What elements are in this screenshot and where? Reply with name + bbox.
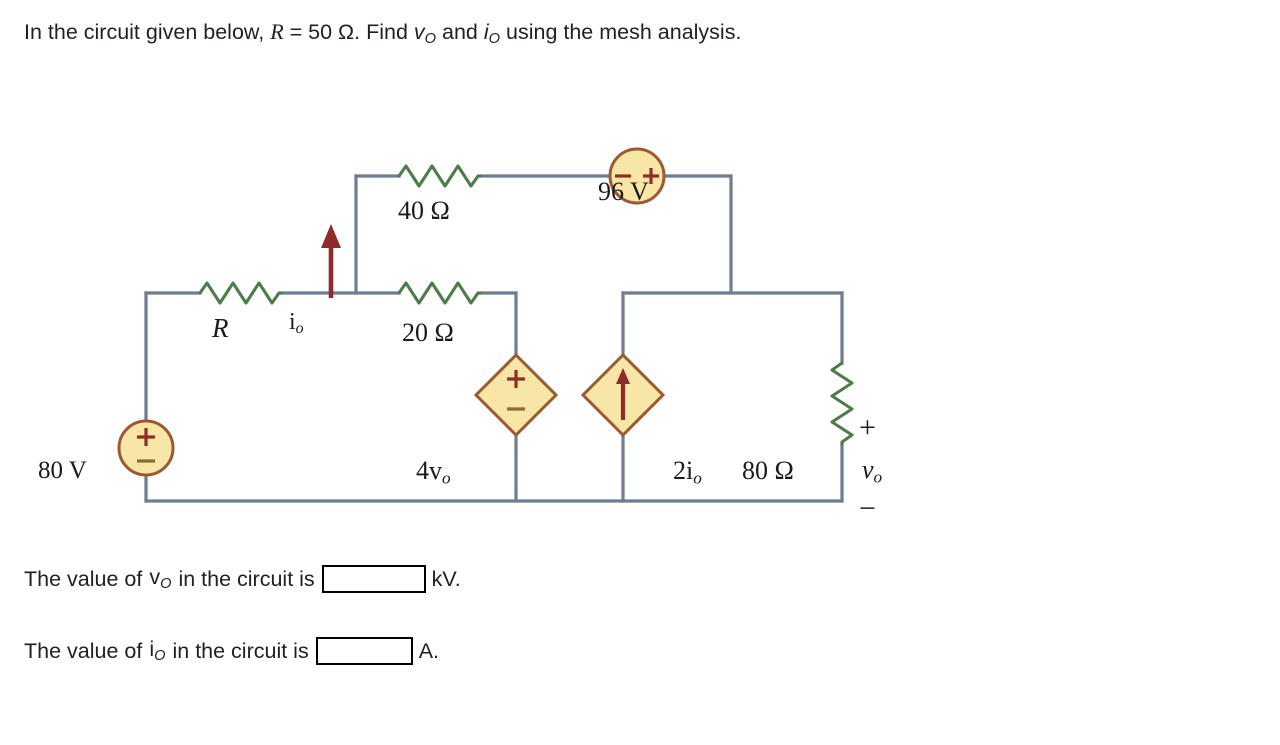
prompt-r-symbol: R [270, 19, 284, 44]
label-current-io: io [289, 310, 304, 337]
circuit-wires [144, 174, 844, 503]
answer-vo-unit: kV. [431, 566, 461, 591]
answer-vo-sub: O [160, 576, 172, 593]
label-vo-var: v [862, 455, 874, 484]
prompt-io-var: i [483, 20, 489, 44]
resistor-80ohm [830, 361, 854, 446]
answer-io-sub: O [154, 648, 166, 665]
dependent-source-4vo [473, 352, 559, 438]
resistor-40ohm [397, 164, 482, 188]
answer-row-vo: The value of vO in the circuit is kV. [24, 565, 461, 593]
dependent-2io-arrow-head [616, 368, 630, 384]
label-2io-sub: o [693, 468, 702, 488]
dependent-source-4vo-body [473, 352, 559, 438]
prompt-lead: In the circuit given below, [24, 20, 265, 44]
label-io-sub: o [295, 320, 304, 338]
vo-answer-input[interactable] [321, 565, 426, 593]
label-4vo-var: v [429, 456, 442, 485]
source-96v [608, 147, 666, 205]
label-4vo-sub: o [442, 468, 451, 488]
label-resistor-20ohm: 20 Ω [402, 318, 454, 347]
answer-vo-var: v [149, 565, 161, 590]
resistor-R [198, 281, 283, 305]
answer-row-io: The value of iO in the circuit is A. [24, 637, 439, 665]
label-vo-sub: o [873, 467, 883, 487]
label-vo-polarity-minus: − [859, 492, 876, 525]
label-2io-coeff: 2 [673, 456, 686, 485]
current-io-arrow [321, 224, 341, 298]
io-answer-input[interactable] [315, 637, 413, 665]
source-80v-body [117, 419, 175, 477]
label-resistor-R: R [212, 313, 229, 343]
label-voltage-vo: vo [862, 457, 882, 486]
prompt-r-value: = 50 Ω. Find [289, 20, 408, 44]
answer-io-tail: in the circuit is [172, 638, 309, 663]
label-dependent-4vo: 4vo [416, 458, 451, 487]
source-96v-body [608, 147, 666, 205]
label-2io-var: i [686, 456, 694, 485]
label-dependent-2io: 2io [673, 458, 702, 487]
label-4vo-coeff: 4 [416, 456, 429, 485]
source-80v [117, 419, 175, 477]
question-prompt: In the circuit given below, R = 50 Ω. Fi… [24, 18, 741, 49]
prompt-io-sub: O [488, 31, 501, 48]
label-source-80v: 80 V [38, 457, 87, 484]
answer-vo-tail: in the circuit is [178, 566, 315, 591]
prompt-tail: using the mesh analysis. [506, 20, 742, 44]
prompt-vo-var: v [413, 20, 425, 44]
io-arrow-head [321, 224, 341, 248]
prompt-vo-sub: O [424, 31, 437, 48]
answer-io-unit: A. [418, 638, 440, 663]
label-source-96v: 96 V [598, 177, 649, 206]
label-resistor-40ohm: 40 Ω [398, 196, 450, 225]
label-vo-polarity-plus: + [859, 411, 876, 444]
label-resistor-80ohm: 80 Ω [742, 456, 794, 485]
answer-vo-text: The value of [24, 566, 143, 591]
dependent-source-2io [580, 352, 666, 438]
label-io-var: i [289, 309, 296, 335]
resistor-20ohm [397, 281, 482, 305]
answer-io-text: The value of [24, 638, 143, 663]
answer-io-var: i [149, 637, 155, 662]
prompt-and: and [442, 20, 478, 44]
circuit-diagram: 40 Ω 96 V R io 20 Ω 80 V 4vo 2io 80 Ω + … [0, 80, 960, 530]
circuit-schematic-svg [117, 147, 854, 503]
